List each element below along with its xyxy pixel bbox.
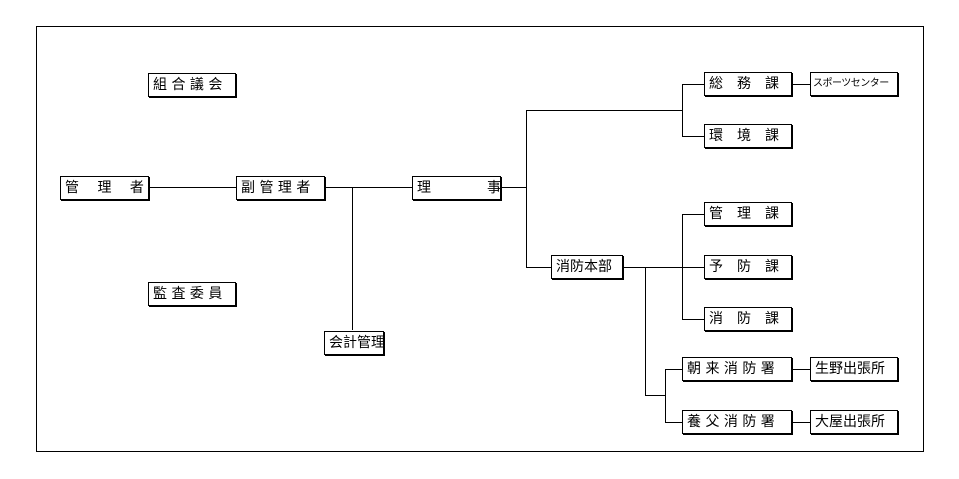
- node-somu-ka: 総 務 課: [704, 72, 792, 96]
- node-asago-shobosho: 朝 来 消 防 署: [682, 357, 792, 381]
- node-kansa-iin: 監 査 委 員: [148, 282, 236, 306]
- node-ikuno-shutchosho: 生野出張所: [810, 357, 898, 381]
- node-kanri-ka: 管 理 課: [704, 202, 792, 226]
- node-oya-shutchosho: 大屋出張所: [810, 410, 898, 434]
- node-riji: 理 事: [412, 176, 501, 200]
- node-yabu-shobosho: 養 父 消 防 署: [682, 410, 792, 434]
- node-kaikei-kanrisha: 会計管理者: [324, 331, 384, 355]
- node-kankyo-ka: 環 境 課: [704, 124, 792, 148]
- node-kanrisha: 管 理 者: [60, 176, 149, 200]
- diagram-frame: [36, 26, 924, 452]
- node-kumiai-gikai: 組 合 議 会: [148, 73, 236, 97]
- node-sports-center: スポーツセンター: [810, 72, 898, 96]
- node-shobo-honbu: 消防本部: [551, 255, 623, 279]
- node-shobo-ka: 消 防 課: [704, 307, 792, 331]
- node-yobo-ka: 予 防 課: [704, 255, 792, 279]
- node-fuku-kanrisha: 副 管 理 者: [236, 176, 325, 200]
